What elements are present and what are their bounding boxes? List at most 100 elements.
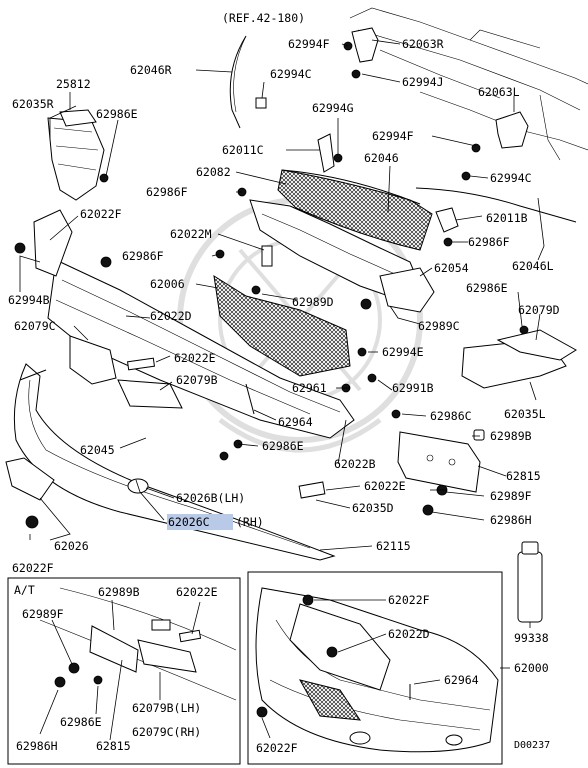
leader-lines [19,39,545,551]
tab-62022M [261,245,273,267]
highlight-62026C [167,514,233,530]
label-62035D: 62035D [352,501,394,515]
label-62986F: 62986F [122,249,164,263]
label-62022M: 62022M [170,227,212,241]
wire-62964 [245,383,255,415]
label-62022E: 62022E [364,479,406,493]
label-62011C: 62011C [222,143,264,157]
label-62022D: 62022D [388,627,430,641]
label-62063L: 62063L [478,85,520,99]
label-62986E: 62986E [466,281,508,295]
body-panel [349,7,588,161]
label-62986H: 62986H [16,739,58,753]
label-62994B: 62994B [8,293,50,307]
label-62000: 62000 [514,661,549,675]
label-62063R: 62063R [402,37,444,51]
label-62022F: 62022F [256,741,298,755]
label-62986H: 62986H [490,513,532,527]
label-62989C: 62989C [418,319,460,333]
label-62022F: 62022F [80,207,122,221]
slot-62022E-2 [298,481,326,499]
label-62022F: 62022F [12,561,54,575]
label-62989B: 62989B [98,585,140,599]
label-62046L: 62046L [512,259,554,273]
side-bracket-62035R [47,117,105,201]
label-62994C: 62994C [490,171,532,185]
label-62994F: 62994F [372,129,414,143]
label-62986E: 62986E [262,439,304,453]
inset-at-parts [39,587,237,741]
label-62961: 62961 [292,381,327,395]
label-ref: (REF.42-180) [222,11,305,25]
bracket-62079D [496,329,577,361]
inset-at [7,577,241,765]
label-62046: 62046 [364,151,399,165]
label-62964: 62964 [278,415,313,429]
weatherstrip-62046R [229,35,247,129]
label-62022F: 62022F [388,593,430,607]
bracket-62054 [379,267,435,313]
label-62986E: 62986E [60,715,102,729]
label-62079B-lh: 62079B(LH) [132,701,201,715]
label-62964: 62964 [444,673,479,687]
label-62989D: 62989D [292,295,334,309]
label-62994E: 62994E [382,345,424,359]
label-62986C: 62986C [430,409,472,423]
lip-62026 [5,457,55,501]
spray-can-99338 [517,541,543,628]
label-62994C: 62994C [270,67,312,81]
label-62991B: 62991B [392,381,434,395]
bracket-62079C [69,335,117,385]
label-62815: 62815 [506,469,541,483]
label-62026: 62026 [54,539,89,553]
label-62006: 62006 [150,277,185,291]
label-62079C: 62079C [14,319,56,333]
label-62989F: 62989F [490,489,532,503]
license-bracket-62815 [397,431,481,493]
upper-grille-62046 [277,169,433,251]
label-62026B-lh: 62026B(LH) [176,491,245,505]
label-62994G: 62994G [312,101,354,115]
label-62022B: 62022B [334,457,376,471]
label-62026C-rh: (RH) [236,515,264,529]
lower-grille-62006 [213,275,351,377]
label-99338: 99338 [514,631,549,645]
label-62815: 62815 [96,739,131,753]
label-62022D: 62022D [150,309,192,323]
diagram-code: D00237 [514,740,550,751]
label-62045: 62045 [80,443,115,457]
label-62022E: 62022E [174,351,216,365]
bracket-62063L [495,111,529,149]
label-62986F: 62986F [146,185,188,199]
labels: (REF.42-180) 62994F 62063R 62046R 62994C… [8,11,560,755]
label-62079C-rh: 62079C(RH) [132,725,201,739]
label-62079D: 62079D [518,303,560,317]
label-62054: 62054 [434,261,469,275]
label-62986E: 62986E [96,107,138,121]
bracket-25812 [59,109,97,127]
label-62989F: 62989F [22,607,64,621]
slot-62022E [127,357,155,371]
bracket-62079B [117,379,183,409]
label-at: A/T [14,583,35,597]
label-25812: 25812 [56,77,91,91]
label-62115: 62115 [376,539,411,553]
label-62994F: 62994F [288,37,330,51]
label-62986F: 62986F [468,235,510,249]
label-62079B: 62079B [176,373,218,387]
label-62082: 62082 [196,165,231,179]
label-62994J: 62994J [402,75,444,89]
label-62026C: 62026C [168,515,210,529]
label-62022E: 62022E [176,585,218,599]
label-62989B: 62989B [490,429,532,443]
bracket-62011B [435,207,459,233]
label-62011B: 62011B [486,211,528,225]
molding-62046L [415,187,577,223]
bracket-62063R [351,27,379,63]
label-62035L: 62035L [504,407,546,421]
label-62035R: 62035R [12,97,54,111]
bracket-62011C [317,133,335,173]
inset-assembly-parts [255,587,510,753]
label-62046R: 62046R [130,63,172,77]
